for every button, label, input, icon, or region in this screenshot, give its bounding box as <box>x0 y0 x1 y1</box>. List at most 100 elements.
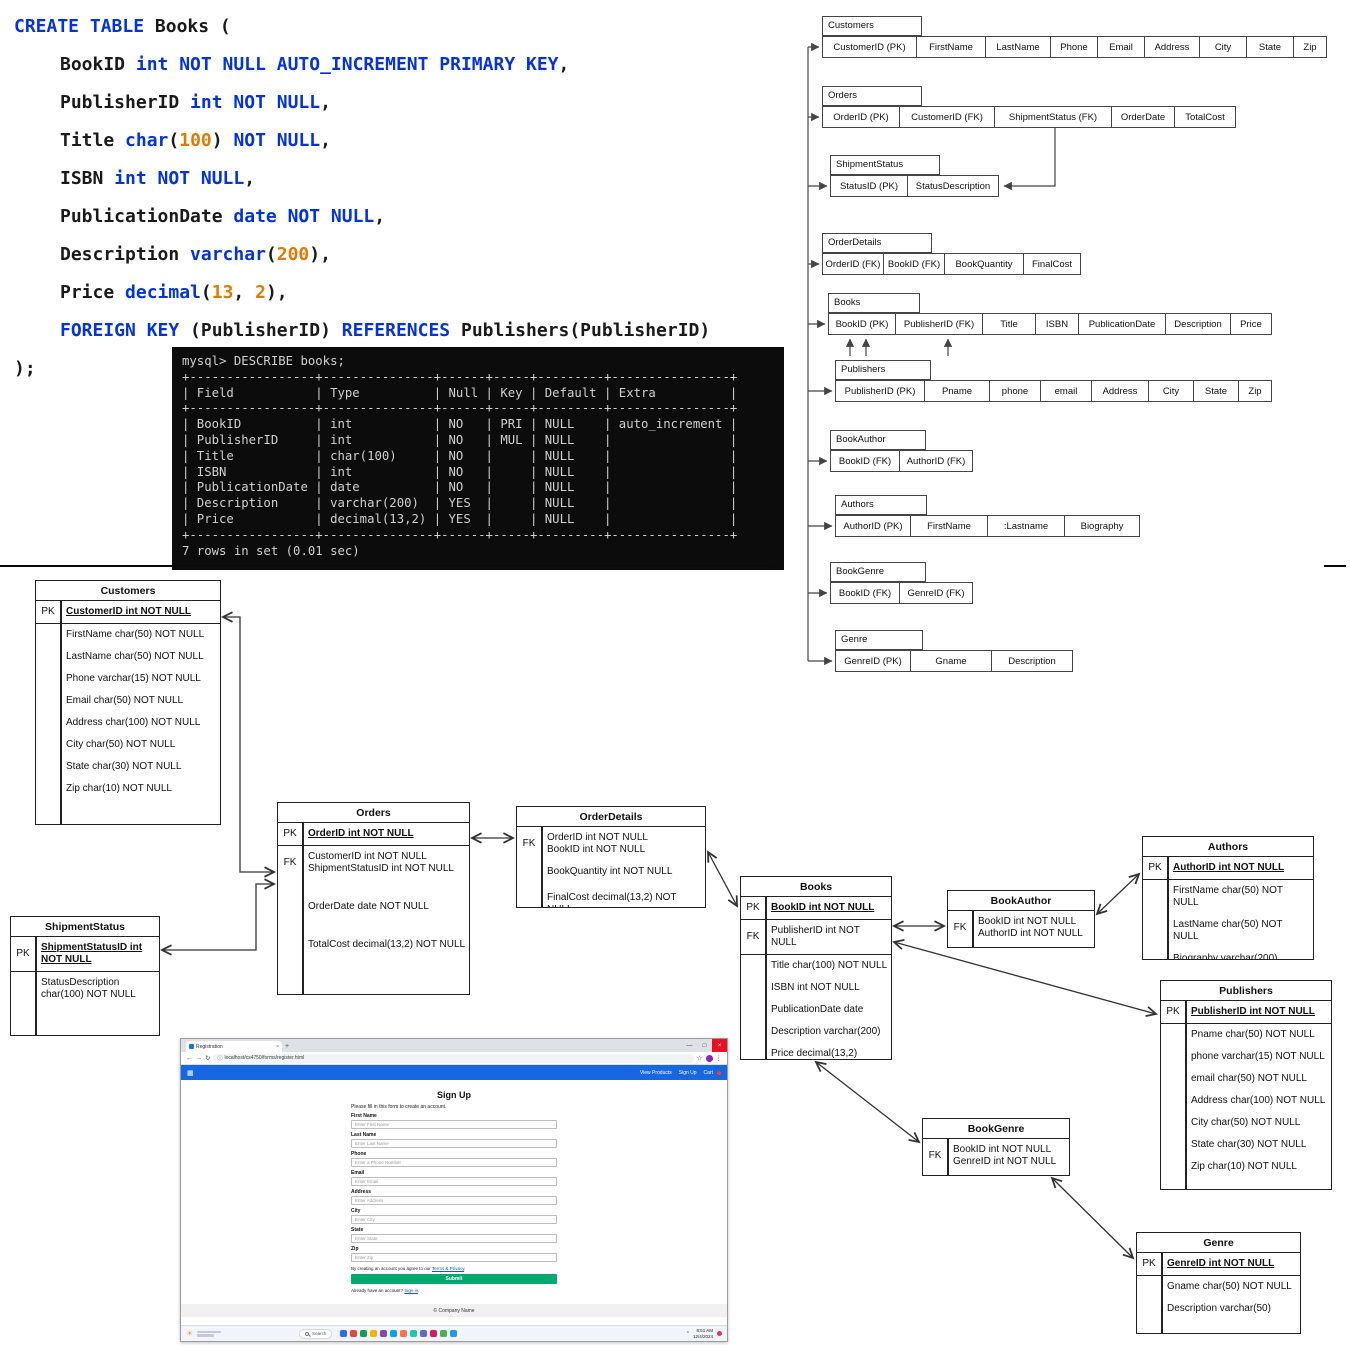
reload-icon[interactable]: ↻ <box>205 1055 211 1062</box>
er-attribute-text: LastName char(50) NOT NULL <box>66 651 204 662</box>
state-input[interactable] <box>351 1234 557 1243</box>
er-attribute-text: GenreID int NOT NULL <box>1167 1258 1275 1269</box>
app-icon[interactable] <box>410 1330 418 1337</box>
taskbar-app-icons <box>340 1330 458 1337</box>
forward-icon[interactable]: → <box>195 1054 203 1062</box>
er-attribute-text: Pname char(50) NOT NULL <box>1191 1029 1315 1040</box>
er-attribute-text: phone varchar(15) NOT NULL <box>1191 1051 1325 1062</box>
er-attribute-text: State char(30) NOT NULL <box>1191 1139 1307 1150</box>
terminal-line: | ISBN | int | NO | | NULL | | <box>182 464 738 479</box>
schema-column: PublisherID (FK) <box>895 313 983 335</box>
er-attribute-text: ISBN int NOT NULL <box>771 982 860 993</box>
weather-icon[interactable]: ☀ <box>186 1328 194 1338</box>
er-attribute-row: Address char(100) NOT NULL <box>36 712 220 734</box>
app-icon[interactable] <box>440 1330 448 1337</box>
address-input[interactable] <box>351 1196 557 1205</box>
menu-dots-icon[interactable]: ⋮ <box>715 1055 723 1062</box>
er-attribute-row: FirstName char(50) NOT NULL <box>36 624 220 646</box>
taskbar-search[interactable]: Search <box>299 1328 333 1339</box>
er-key-label: FK <box>283 857 297 868</box>
app-icon[interactable] <box>400 1330 408 1337</box>
nav-link-sign-up[interactable]: Sign Up <box>678 1069 697 1076</box>
app-icon[interactable] <box>390 1330 398 1337</box>
er-attribute-text: BookID int NOT NULL AuthorID int NOT NUL… <box>978 916 1083 939</box>
er-key-label: PK <box>283 828 297 839</box>
site-logo-icon[interactable]: ▦ <box>187 1069 194 1077</box>
signin-link[interactable]: Sign in <box>404 1288 419 1293</box>
sql-token: int NOT NULL <box>114 168 245 189</box>
window-minimize-button[interactable]: — <box>686 1042 693 1049</box>
schema-column: City <box>1148 380 1194 402</box>
er-attribute-text: PublisherID int NOT NULL <box>771 925 860 948</box>
back-icon[interactable]: ← <box>186 1054 193 1062</box>
zip-input[interactable] <box>351 1253 557 1262</box>
schema-column: PublicationDate <box>1078 313 1166 335</box>
terminal-line: | Description | varchar(200) | YES | | N… <box>182 496 738 511</box>
app-icon[interactable] <box>370 1330 378 1337</box>
weather-text-placeholder <box>197 1330 222 1337</box>
clock-date: 12/4/2024 <box>692 1333 713 1339</box>
terms-link[interactable]: Terms & Privacy <box>431 1266 465 1271</box>
browser-toolbar: ← → ↻ ⓘ localhost/cs4750/forms/register.… <box>181 1052 727 1065</box>
phone-input[interactable] <box>351 1158 557 1167</box>
sql-token: , <box>320 130 331 151</box>
window-maximize-button[interactable]: □ <box>702 1042 707 1049</box>
rel-books-publishers <box>892 939 1158 1017</box>
app-icon[interactable] <box>380 1330 388 1337</box>
er-attribute-text: OrderID int NOT NULL BookID int NOT NULL <box>547 832 648 855</box>
er-attribute-text: Zip char(10) NOT NULL <box>66 783 172 794</box>
sql-token: Books ( <box>154 16 231 37</box>
terminal-line: +-----------------+---------------+-----… <box>182 401 738 416</box>
er-attribute-text: Title char(100) NOT NULL <box>771 960 888 971</box>
schema-table-row: BookID (FK)GenreID (FK) <box>830 582 973 604</box>
sql-token: ) <box>211 130 234 151</box>
taskbar-clock[interactable]: 8:51 AM 12/4/2024 <box>693 1328 713 1339</box>
nav-link-view-products[interactable]: View Products <box>639 1069 672 1076</box>
last-name-input[interactable] <box>351 1139 557 1148</box>
er-attribute-row: LastName char(50) NOT NULL <box>36 646 220 668</box>
er-attribute-row: FK BookID int NOT NULL AuthorID int NOT N… <box>948 911 1094 945</box>
submit-button[interactable]: Submit <box>351 1274 557 1284</box>
city-input[interactable] <box>351 1215 557 1224</box>
app-icon[interactable] <box>430 1330 438 1337</box>
er-attribute-text: FirstName char(50) NOT NULL <box>66 629 205 640</box>
app-icon[interactable] <box>340 1330 348 1337</box>
app-icon[interactable] <box>420 1330 428 1337</box>
er-entity-title: Books <box>741 877 891 897</box>
url-bar[interactable]: ⓘ localhost/cs4750/forms/register.html <box>213 1053 694 1063</box>
schema-column: Email <box>1097 36 1145 58</box>
schema-column: email <box>1040 380 1092 402</box>
app-icon[interactable] <box>360 1330 368 1337</box>
er-key-label: FK <box>953 922 967 933</box>
terminal-line: | Price | decimal(13,2) | YES | | NULL |… <box>182 511 738 526</box>
new-tab-button[interactable]: + <box>285 1043 290 1050</box>
app-icon[interactable] <box>350 1330 358 1337</box>
nav-link-cart[interactable]: Cart <box>703 1069 713 1076</box>
site-navbar: ▦ View Products Sign Up Cart <box>181 1065 727 1080</box>
browser-tab[interactable]: Registration × <box>186 1041 282 1052</box>
bookmark-star-icon[interactable]: ☆ <box>696 1055 703 1062</box>
er-gutter-line <box>302 823 304 994</box>
schema-column: Phone <box>1050 36 1098 58</box>
sql-token: char <box>125 130 169 151</box>
tab-close-icon[interactable]: × <box>276 1043 279 1050</box>
window-close-button[interactable]: × <box>712 1039 727 1052</box>
first-name-input[interactable] <box>351 1120 557 1129</box>
sql-token: int NOT NULL AUTO_INCREMENT PRIMARY KEY <box>135 54 559 75</box>
email-input[interactable] <box>351 1177 557 1186</box>
profile-avatar[interactable] <box>705 1054 713 1062</box>
site-info-icon[interactable]: ⓘ <box>217 1055 223 1062</box>
er-attribute-row: State char(30) NOT NULL <box>36 756 220 778</box>
terms-text-span: By creating an account you agree to our <box>351 1266 431 1271</box>
clock-time: 8:51 AM <box>696 1328 713 1333</box>
app-icon[interactable] <box>450 1330 458 1337</box>
tray-chevron-icon[interactable]: ^ <box>686 1330 689 1337</box>
